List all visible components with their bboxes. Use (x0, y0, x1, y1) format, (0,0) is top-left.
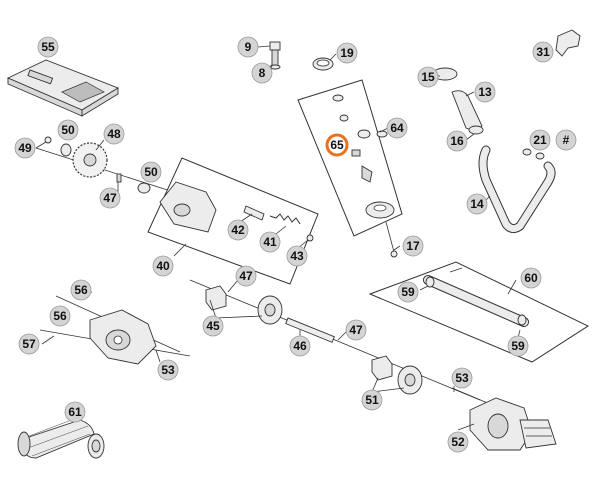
callout-50-a[interactable]: 50 (57, 119, 79, 141)
part-48-gear (35, 136, 181, 195)
callout-51[interactable]: 51 (361, 389, 383, 411)
callout-56-a[interactable]: 56 (70, 279, 92, 301)
part-14-pipe (478, 145, 556, 234)
svg-text:55: 55 (41, 40, 55, 54)
part-56-57-housing (39, 295, 191, 365)
callout-14[interactable]: 14 (466, 193, 488, 215)
svg-text:31: 31 (536, 45, 550, 59)
svg-text:47: 47 (349, 323, 363, 337)
callout-19[interactable]: 19 (336, 42, 358, 64)
callout-56-b[interactable]: 56 (49, 305, 71, 327)
part-61-filter (17, 415, 105, 459)
callout-45[interactable]: 45 (202, 315, 224, 337)
part-51-rotor (371, 355, 423, 395)
callout-55[interactable]: 55 (37, 36, 59, 58)
svg-text:#: # (563, 133, 570, 147)
callout-64[interactable]: 64 (386, 117, 408, 139)
part-9-8-fitting (269, 41, 281, 70)
svg-text:14: 14 (470, 197, 484, 211)
svg-text:61: 61 (68, 405, 82, 419)
part-13-15-16-hoses (432, 67, 484, 135)
svg-text:42: 42 (231, 223, 245, 237)
svg-text:56: 56 (53, 309, 67, 323)
svg-text:43: 43 (290, 249, 304, 263)
svg-text:8: 8 (259, 66, 266, 80)
callout-41[interactable]: 41 (259, 231, 281, 253)
callout-40[interactable]: 40 (152, 255, 174, 277)
callout-53-b[interactable]: 53 (451, 367, 473, 389)
callout-49[interactable]: 49 (14, 137, 36, 159)
svg-text:59: 59 (401, 285, 415, 299)
callout-61[interactable]: 61 (64, 401, 86, 423)
svg-text:64: 64 (390, 121, 404, 135)
callout-15[interactable]: 15 (417, 66, 439, 88)
svg-text:41: 41 (263, 235, 277, 249)
svg-text:50: 50 (61, 123, 75, 137)
callout-21[interactable]: 21 (529, 129, 551, 151)
kit-64-frame (297, 79, 403, 237)
callout-43[interactable]: 43 (286, 245, 308, 267)
svg-text:21: 21 (533, 133, 547, 147)
callout-46[interactable]: 46 (289, 335, 311, 357)
callout-65[interactable]: 65 (325, 133, 349, 157)
svg-text:17: 17 (406, 239, 420, 253)
callout-53-a[interactable]: 53 (157, 359, 179, 381)
svg-text:45: 45 (206, 319, 220, 333)
svg-text:50: 50 (144, 165, 158, 179)
svg-text:48: 48 (107, 127, 121, 141)
part-52-housing (451, 387, 557, 451)
svg-text:40: 40 (156, 259, 170, 273)
callout-13[interactable]: 13 (474, 81, 496, 103)
kit-60-frame (368, 261, 590, 363)
svg-text:46: 46 (293, 339, 307, 353)
callout-16[interactable]: 16 (446, 130, 468, 152)
part-17-screw (385, 221, 398, 258)
callout-59-a[interactable]: 59 (397, 281, 419, 303)
svg-text:49: 49 (18, 141, 32, 155)
part-31-clip (555, 29, 581, 57)
svg-text:47: 47 (103, 191, 117, 205)
part-55-cover (6, 59, 120, 117)
callout-47-a[interactable]: 47 (99, 187, 121, 209)
svg-text:47: 47 (239, 269, 253, 283)
callout-47-c[interactable]: 47 (345, 319, 367, 341)
callout-57[interactable]: 57 (18, 333, 40, 355)
svg-text:53: 53 (455, 371, 469, 385)
callout-9[interactable]: 9 (237, 36, 259, 58)
part-19-ring (312, 57, 334, 71)
svg-text:19: 19 (340, 46, 354, 60)
svg-text:52: 52 (451, 435, 465, 449)
callout-42[interactable]: 42 (227, 219, 249, 241)
svg-text:60: 60 (524, 271, 538, 285)
callout-52[interactable]: 52 (447, 431, 469, 453)
svg-text:56: 56 (74, 283, 88, 297)
svg-text:13: 13 (478, 85, 492, 99)
svg-text:59: 59 (511, 339, 525, 353)
svg-text:9: 9 (245, 40, 252, 54)
callout-8[interactable]: 8 (251, 62, 273, 84)
svg-text:16: 16 (450, 134, 464, 148)
callout-31[interactable]: 31 (532, 41, 554, 63)
callout-60[interactable]: 60 (520, 267, 542, 289)
callout-59-b[interactable]: 59 (507, 335, 529, 357)
callout-48[interactable]: 48 (103, 123, 125, 145)
callout-50-b[interactable]: 50 (140, 161, 162, 183)
svg-text:51: 51 (365, 393, 379, 407)
callout-47-b[interactable]: 47 (235, 265, 257, 287)
svg-text:15: 15 (421, 70, 435, 84)
svg-text:53: 53 (161, 363, 175, 377)
callout-17[interactable]: 17 (402, 235, 424, 257)
part-45-rotor (189, 279, 481, 401)
callout-hash[interactable]: # (555, 129, 577, 151)
svg-text:65: 65 (330, 138, 344, 152)
svg-text:57: 57 (22, 337, 36, 351)
